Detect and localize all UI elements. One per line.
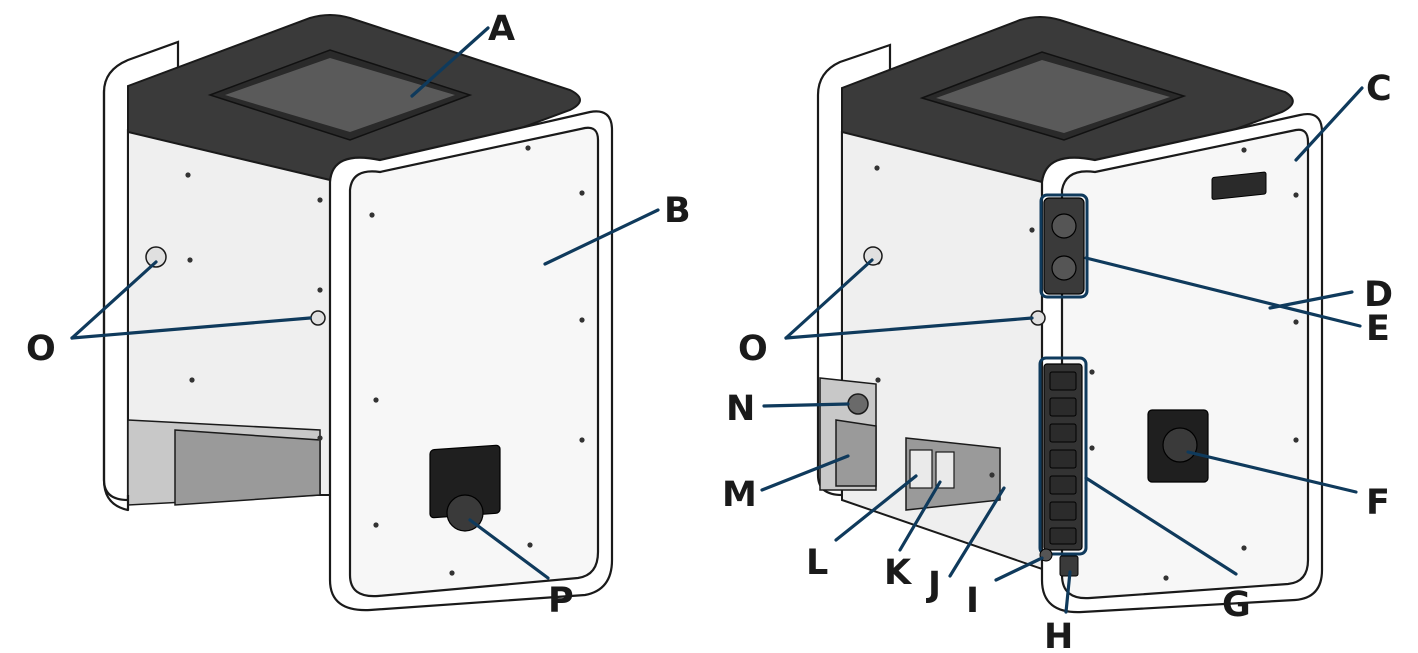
leader-j [948,486,1006,578]
leader-o-left-1 [70,260,158,340]
callout-d: D [1364,275,1393,315]
right-inverter-unit [816,16,1324,614]
callout-n: N [726,389,755,429]
leader-e [1084,256,1362,328]
leader-f [1186,450,1358,494]
right-communication-ports [1039,193,1089,299]
callout-g: G [1222,585,1251,625]
callout-i: I [966,581,979,621]
callout-p: P [548,581,574,621]
leader-k [898,480,942,552]
leader-o-right-1 [784,258,874,340]
leader-d [1268,290,1354,310]
leader-h [1064,570,1072,614]
callout-a: A [488,9,515,49]
callout-o-right: O [738,329,768,369]
callout-f: F [1366,483,1390,523]
left-top-vent-grid [225,58,455,132]
callout-e: E [1366,309,1390,349]
leader-l [834,474,918,542]
callout-m: M [722,475,757,515]
leader-a [410,26,490,98]
leader-n [762,402,850,408]
callout-k: K [884,553,913,593]
leader-o-right-2 [784,316,1034,340]
left-inverter-unit [102,14,614,612]
leader-m [760,454,850,492]
leader-lines [70,26,1364,614]
leader-c [1294,86,1364,162]
callout-b: B [664,191,691,231]
right-dc-connectors [1038,356,1088,556]
left-screws [185,145,585,576]
right-dc-switch [1147,409,1209,483]
leader-g [1084,476,1238,576]
callout-j: J [926,565,941,605]
leader-b [543,208,660,266]
right-cable-gland-n [847,393,869,415]
right-mounting-hole-upper [863,246,883,266]
callout-l: L [806,543,828,583]
left-mounting-hole-lower [310,310,326,326]
right-type-label-slot [1211,171,1267,200]
callout-o-left: O [26,329,56,369]
leader-i [994,556,1044,582]
callout-letters: A B O P C D E F G H I J K L M N O [26,9,1393,653]
leader-p [468,518,550,580]
left-mounting-hole-upper [145,246,167,268]
callout-c: C [1366,69,1392,109]
leader-o-left-2 [70,316,312,340]
callout-h: H [1044,617,1073,653]
